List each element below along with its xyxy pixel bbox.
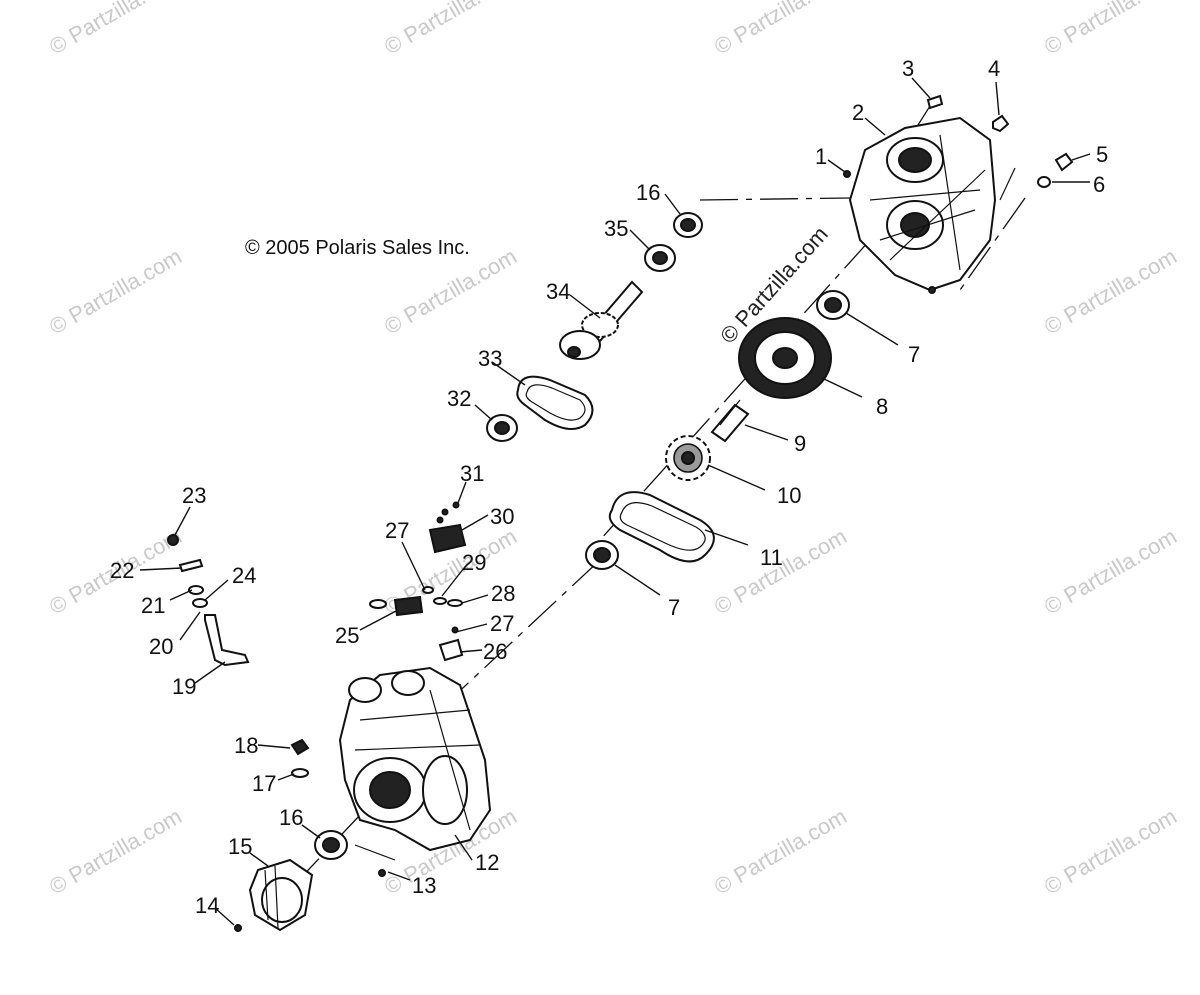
callout-23: 23 [182, 483, 206, 508]
bearing-7-upper [816, 290, 850, 320]
callout-1: 1 [815, 144, 827, 169]
callout-10: 10 [777, 483, 801, 508]
callout-12: 12 [475, 850, 499, 875]
callout-7-upper: 7 [908, 342, 920, 367]
watermark: © Partzilla.com [1040, 524, 1181, 620]
callout-8: 8 [876, 394, 888, 419]
watermark: © Partzilla.com [710, 804, 851, 900]
gear-8 [738, 317, 832, 399]
callout-34: 34 [546, 279, 570, 304]
watermark: © Partzilla.com [710, 524, 851, 620]
callout-18: 18 [234, 733, 258, 758]
chain-11 [608, 491, 715, 563]
watermark: © Partzilla.com [45, 804, 186, 900]
watermark: © Partzilla.com [380, 0, 521, 59]
callout-11: 11 [760, 545, 783, 570]
transmission-case-upper [848, 116, 997, 294]
watermark: © Partzilla.com [45, 0, 186, 59]
shaft-34 [559, 280, 644, 360]
case-hardware [843, 94, 1074, 201]
cover-15 [234, 858, 314, 932]
callout-28: 28 [491, 581, 515, 606]
callout-2: 2 [852, 100, 864, 125]
bearing-35 [644, 244, 676, 272]
drain-plug-hardware [290, 738, 396, 877]
callout-24: 24 [232, 563, 256, 588]
bearing-16-lower [314, 830, 348, 860]
callout-31: 31 [460, 461, 484, 486]
bearing-32 [486, 414, 518, 442]
callout-26: 26 [483, 639, 507, 664]
watermark: © Partzilla.com [45, 244, 186, 340]
callout-7-lower: 7 [668, 595, 680, 620]
callout-33: 33 [478, 346, 502, 371]
callout-21: 21 [141, 593, 165, 618]
callout-16-upper: 16 [636, 180, 660, 205]
callout-4: 4 [988, 56, 1000, 81]
callout-25: 25 [335, 623, 359, 648]
sensor-group [369, 501, 467, 662]
callout-9: 9 [794, 431, 806, 456]
callout-5: 5 [1096, 142, 1108, 167]
callout-29: 29 [462, 550, 486, 575]
watermark-layer: © Partzilla.com © Partzilla.com © Partzi… [45, 0, 1181, 899]
callout-35: 35 [604, 216, 628, 241]
callout-3: 3 [902, 56, 914, 81]
sprocket-10 [665, 435, 711, 481]
callout-numbers: 1 2 3 4 5 6 7 8 9 10 11 7 12 13 14 15 16… [110, 56, 1108, 918]
shift-shaft-group [167, 534, 250, 667]
callout-20: 20 [149, 634, 173, 659]
callout-17: 17 [252, 771, 276, 796]
callout-27-lower: 27 [490, 611, 514, 636]
callout-22: 22 [110, 558, 134, 583]
chain-33 [516, 375, 594, 430]
watermark: © Partzilla.com [1040, 244, 1181, 340]
callout-27-upper: 27 [385, 518, 409, 543]
transmission-case-lower [338, 666, 492, 852]
copyright-notice: © 2005 Polaris Sales Inc. [245, 237, 470, 259]
bearing-16-upper [673, 212, 703, 238]
callout-15: 15 [228, 834, 252, 859]
watermark: © Partzilla.com [710, 0, 851, 59]
callout-16-lower: 16 [279, 805, 303, 830]
shaft-9 [710, 399, 750, 443]
callout-14: 14 [195, 893, 219, 918]
callout-32: 32 [447, 386, 471, 411]
bearing-7-lower [585, 540, 619, 570]
callout-13: 13 [412, 873, 436, 898]
watermark: © Partzilla.com [1040, 804, 1181, 900]
callout-6: 6 [1093, 172, 1105, 197]
callout-30: 30 [490, 504, 514, 529]
callout-19: 19 [172, 674, 196, 699]
watermark: © Partzilla.com [1040, 0, 1181, 59]
leader-lines [139, 77, 1091, 926]
